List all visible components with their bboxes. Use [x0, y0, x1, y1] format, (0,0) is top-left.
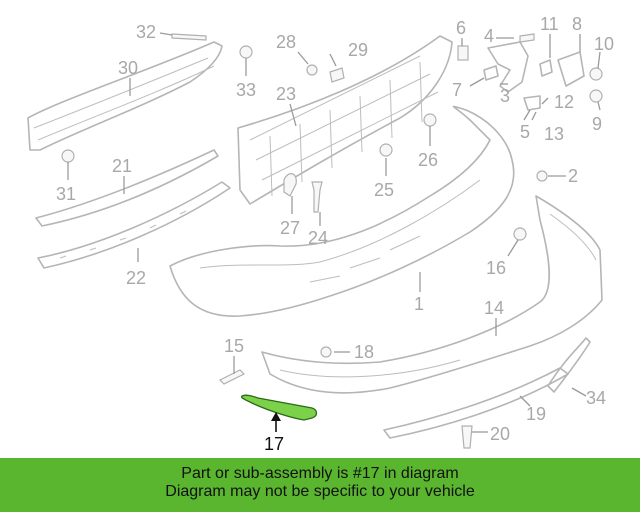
info-banner: Part or sub-assembly is #17 in diagram D… [0, 458, 640, 512]
callout-34: 34 [586, 388, 606, 408]
callout-1: 1 [414, 294, 424, 314]
callout-17[interactable]: 17 [264, 434, 284, 454]
callout-20: 20 [490, 424, 510, 444]
callout-3: 3 [500, 86, 510, 106]
callout-31: 31 [56, 184, 76, 204]
callout-9: 9 [592, 114, 602, 134]
callout-24: 24 [308, 228, 328, 248]
callout-2: 2 [568, 166, 578, 186]
callout-10: 10 [594, 34, 614, 54]
part-19-lip [383, 367, 569, 439]
callout-25: 25 [374, 180, 394, 200]
callout-18: 18 [354, 342, 374, 362]
callout-15: 15 [224, 336, 244, 356]
callout-22: 22 [126, 268, 146, 288]
callout-16: 16 [486, 258, 506, 278]
bracket-parts [457, 33, 585, 111]
part-30-trim-strip [27, 41, 223, 151]
banner-line-1: Part or sub-assembly is #17 in diagram [181, 465, 459, 482]
callout-27: 27 [280, 218, 300, 238]
callout-33: 33 [236, 80, 256, 100]
part-14-lower-valance [261, 195, 603, 394]
callout-19: 19 [526, 404, 546, 424]
callout-13: 13 [544, 124, 564, 144]
callout-5: 5 [520, 122, 530, 142]
parts-diagram: 32 33 28 29 30 23 31 21 22 27 24 25 26 1… [27, 14, 614, 454]
callout-11: 11 [540, 14, 559, 34]
callout-14: 14 [484, 298, 504, 318]
hardware [61, 33, 603, 449]
callout-32: 32 [136, 22, 156, 42]
callout-8: 8 [572, 14, 582, 34]
callout-28: 28 [276, 32, 296, 52]
part-22-trim-strip [37, 181, 231, 269]
callout-6: 6 [456, 18, 466, 38]
part-23-absorber [237, 35, 453, 205]
part-1-bumper-cover [169, 105, 515, 317]
leader-lines [67, 32, 601, 433]
callout-12: 12 [554, 92, 574, 112]
callout-7: 7 [452, 80, 462, 100]
callout-labels: 32 33 28 29 30 23 31 21 22 27 24 25 26 1… [56, 14, 614, 454]
callout-23: 23 [276, 84, 296, 104]
callout-29: 29 [348, 40, 368, 60]
callout-21: 21 [112, 156, 132, 176]
callout-26: 26 [418, 150, 438, 170]
part-34-side-trim [547, 337, 591, 393]
callout-4: 4 [484, 26, 494, 46]
part-17-highlighted[interactable] [240, 394, 318, 421]
banner-line-2: Diagram may not be specific to your vehi… [165, 483, 475, 500]
part-21-trim-strip [35, 149, 219, 227]
callout-30: 30 [118, 58, 138, 78]
